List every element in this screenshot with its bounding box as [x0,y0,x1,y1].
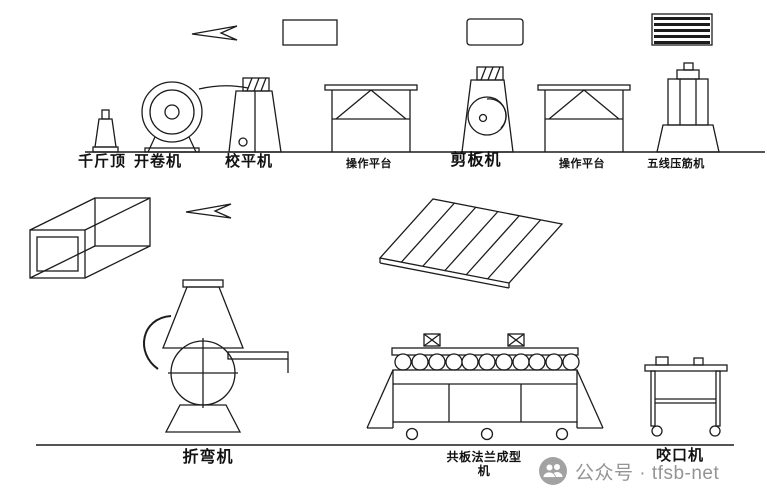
flange-former-label-line1: 共板法兰成型 [446,450,522,464]
platform-right-figure [537,84,631,153]
shear-label: 剪板机 [450,152,502,169]
lock-former-figure [644,356,728,437]
wechat-account-icon [539,457,567,485]
blank-panel-figure [282,19,338,46]
flange-former-label-line2: 机 [477,464,491,479]
bender-figure [143,279,289,433]
lock-former-label: 咬口机 [655,447,704,464]
duct-figure [29,197,151,279]
platform-right-label: 操作平台 [559,158,605,170]
rounded-panel-figure [466,18,524,46]
beader-label: 五线压筋机 [647,158,705,170]
platform-left-figure [324,84,418,153]
bender-label: 折弯机 [182,449,234,466]
paper-dart-icon [191,25,238,41]
uncoiler-label: 开卷机 [133,153,182,170]
flange-former-label: 共板法兰成型 机 [436,450,532,479]
leveler-label: 校平机 [224,153,273,170]
sheet-plate-figure [378,198,564,289]
uncoiler-figure [141,81,249,153]
stacked-sheets-figure [651,13,713,46]
watermark-text: 公众号 · tfsb-net [575,462,720,484]
watermark: 公众号 · tfsb-net [538,456,719,486]
paper-dart-2-icon [185,203,232,219]
platform-left-label: 操作平台 [346,158,392,170]
beader-figure [656,62,720,153]
shear-figure [461,66,514,153]
jack-figure [92,109,119,153]
jack-label: 千斤顶 [77,153,126,170]
leveler-figure [228,77,282,153]
flange-former-figure [366,333,604,441]
